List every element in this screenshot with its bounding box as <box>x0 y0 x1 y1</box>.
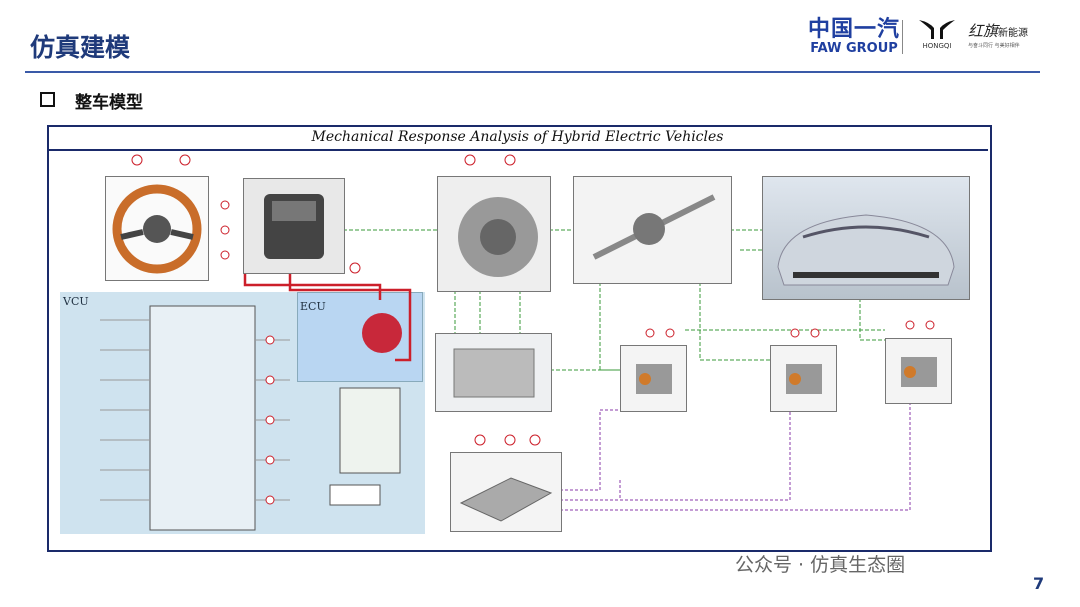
diagram-frame <box>47 125 992 552</box>
vcu-label: VCU <box>63 295 89 308</box>
faw-logo: 中国一汽 FAW GROUP <box>808 17 901 56</box>
car-image <box>762 176 970 300</box>
page-number: 7 <box>1033 574 1045 593</box>
differential-shaft-image <box>573 176 732 284</box>
brand-slogan: 与奋斗同行 与美好相伴 <box>968 43 1020 49</box>
ecu-panel <box>297 292 423 382</box>
header-divider <box>25 71 1040 73</box>
battery-pack-image <box>450 452 562 532</box>
engine-block-image <box>435 333 552 412</box>
ecu-icon <box>362 313 402 353</box>
hongqi-logo: HONGQI <box>912 18 962 50</box>
logo-divider <box>902 20 903 54</box>
section-heading: 整车模型 <box>40 88 143 113</box>
hongqi-brand-name: 红旗新能源 <box>968 22 1029 40</box>
engine-image <box>243 178 345 274</box>
motor-image-1 <box>620 345 687 412</box>
page-title: 仿真建模 <box>30 33 131 62</box>
vcu-block <box>149 305 256 531</box>
diagram-title: Mechanical Response Analysis of Hybrid E… <box>47 125 988 151</box>
ecu-label: ECU <box>300 300 326 313</box>
watermark: 公众号 · 仿真生态圈 <box>735 554 906 576</box>
steering-wheel-image <box>105 176 209 281</box>
motor-image-3 <box>885 338 952 404</box>
transmission-image <box>437 176 551 292</box>
bullet-square-icon <box>40 92 55 107</box>
motor-image-2 <box>770 345 837 412</box>
